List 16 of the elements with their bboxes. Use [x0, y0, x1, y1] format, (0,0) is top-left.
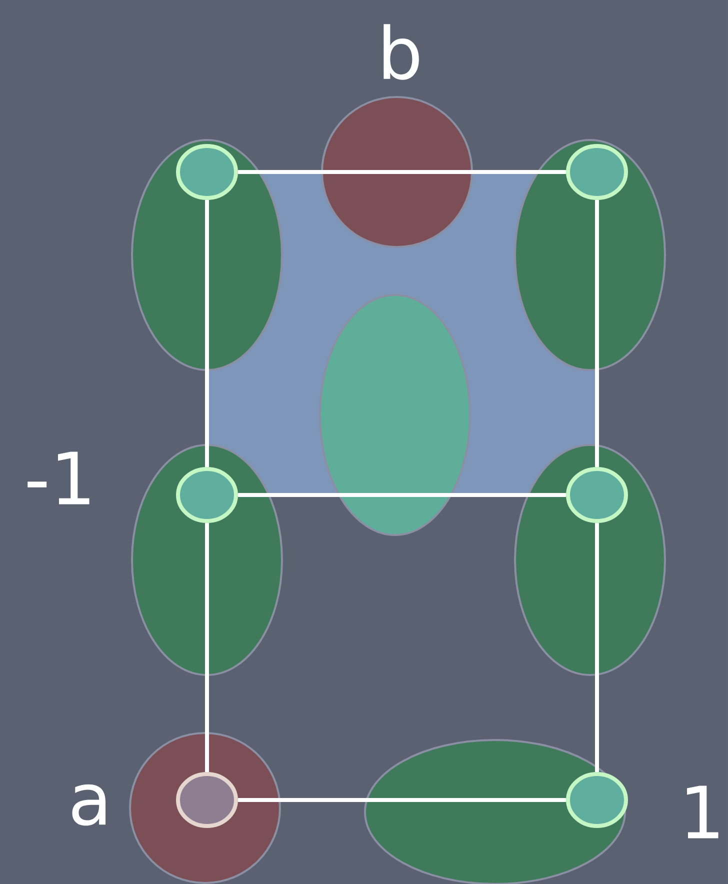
- vertex-circle: [566, 467, 628, 523]
- axis-label: b: [384, 24, 419, 80]
- line: [205, 523, 209, 772]
- vertex-circle: [566, 772, 628, 828]
- line: [238, 798, 566, 802]
- line: [205, 200, 209, 467]
- vertex-circle: [176, 467, 238, 523]
- vertex-circle: [176, 144, 238, 200]
- line: [595, 523, 599, 772]
- line: [595, 200, 599, 467]
- line: [238, 493, 566, 497]
- axis-label: a: [72, 784, 106, 826]
- axis-label: 1: [687, 786, 718, 838]
- axis-label: -1: [28, 452, 90, 504]
- line: [238, 170, 566, 174]
- vertex-circle: [176, 772, 238, 828]
